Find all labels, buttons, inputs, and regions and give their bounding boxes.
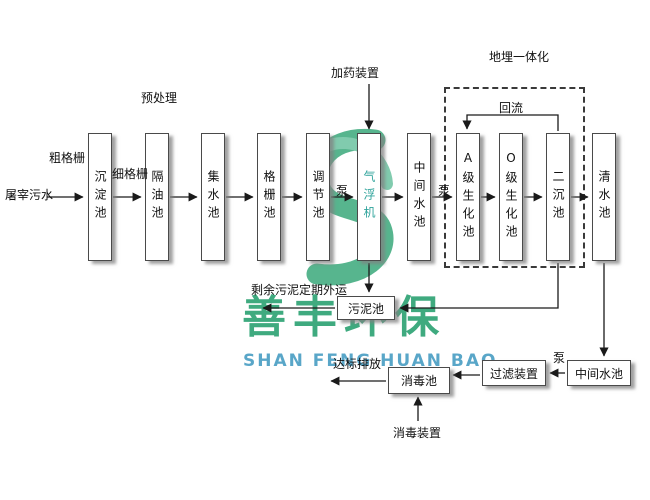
source-label: 屠宰污水 bbox=[5, 188, 54, 202]
tank-intermediate: 中间水池 bbox=[407, 133, 431, 261]
sludge-note-label: 剩余污泥定期外运 bbox=[251, 283, 348, 297]
arrow-secondary-to-sludge bbox=[399, 263, 559, 313]
buried-integration-region bbox=[444, 87, 585, 268]
tank-air-flotation: 气浮机 bbox=[357, 133, 381, 261]
tank-label: 清水池 bbox=[597, 170, 611, 224]
tank-label: O级生化池 bbox=[504, 151, 518, 243]
tank-label: 气浮机 bbox=[362, 170, 376, 224]
pump-b-label: 泵 bbox=[438, 184, 451, 198]
pump-c-label: 泵 bbox=[553, 351, 566, 365]
coarse-screen-label: 粗格栅 bbox=[49, 151, 86, 165]
tank-regulation: 调节池 bbox=[306, 133, 330, 261]
fine-screen-label: 细格栅 bbox=[112, 167, 149, 181]
tank-disinfection: 消毒池 bbox=[388, 367, 450, 394]
tank-collection: 集水池 bbox=[201, 133, 225, 261]
tank-secondary-sedimentation: 二沉池 bbox=[546, 133, 570, 261]
tank-grid: 格栅池 bbox=[257, 133, 281, 261]
tank-label: 格栅池 bbox=[262, 170, 276, 224]
tank-label: 过滤装置 bbox=[489, 366, 538, 381]
tank-label: 隔油池 bbox=[150, 170, 164, 224]
pump-a-label: 泵 bbox=[336, 184, 349, 198]
buried-integration-label: 地埋一体化 bbox=[489, 50, 550, 64]
tank-label: 中间水池 bbox=[574, 366, 623, 381]
tank-intermediate2: 中间水池 bbox=[567, 360, 631, 386]
tank-label: A级生化池 bbox=[461, 151, 475, 243]
tank-sedimentation: 沉淀池 bbox=[88, 133, 112, 261]
tank-label: 消毒池 bbox=[400, 374, 437, 388]
reflux-label: 回流 bbox=[499, 101, 524, 115]
dosing-device-label: 加药装置 bbox=[331, 66, 380, 80]
tank-a-biochemical: A级生化池 bbox=[456, 133, 480, 261]
tank-label: 二沉池 bbox=[551, 170, 565, 224]
tank-oil-separation: 隔油池 bbox=[145, 133, 169, 261]
arrow-reflux bbox=[462, 114, 559, 131]
pretreatment-label: 预处理 bbox=[141, 91, 178, 105]
tank-label: 集水池 bbox=[206, 170, 220, 224]
tank-o-biochemical: O级生化池 bbox=[499, 133, 523, 261]
tank-clear-water: 清水池 bbox=[592, 133, 616, 261]
tank-label: 污泥池 bbox=[347, 301, 384, 316]
tank-sludge: 污泥池 bbox=[337, 296, 395, 320]
tank-label: 沉淀池 bbox=[93, 170, 107, 224]
tank-label: 调节池 bbox=[311, 170, 325, 224]
discharge-label: 达标排放 bbox=[333, 357, 382, 371]
tank-label: 中间水池 bbox=[412, 161, 426, 233]
disinfection-device-label: 消毒装置 bbox=[393, 426, 442, 440]
filter-device: 过滤装置 bbox=[482, 360, 546, 386]
